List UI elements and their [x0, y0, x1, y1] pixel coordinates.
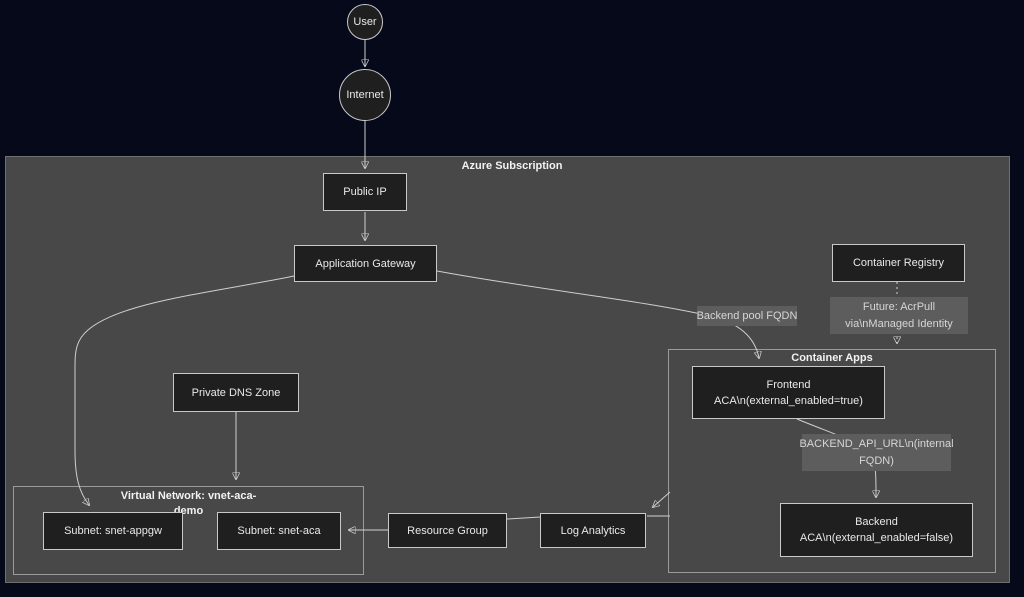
node-backend-label-line2: ACA\n(external_enabled=false): [799, 532, 954, 544]
node-subnet-aca-label: Subnet: snet-aca: [237, 525, 321, 537]
node-subnet-appgw: Subnet: snet-appgw: [43, 512, 183, 550]
node-public-ip: Public IP: [323, 173, 407, 211]
node-application-gateway-label: Application Gateway: [315, 257, 416, 270]
node-user-label: User: [353, 16, 377, 28]
backend-pool-fqdn-text: Backend pool FQDN: [696, 309, 798, 322]
node-internet-label: Internet: [346, 89, 384, 101]
edge-label-backend-pool-fqdn: Backend pool FQDN: [697, 306, 797, 326]
virtual-network-title-line1: Virtual Network: vnet-aca-: [120, 490, 257, 502]
node-internet: Internet: [339, 69, 391, 121]
backend-api-url-text-line1: BACKEND_API_URL\n(internal: [799, 437, 954, 450]
node-private-dns-zone-label: Private DNS Zone: [191, 386, 281, 399]
acr-pull-text-line2: via\nManaged Identity: [845, 317, 953, 330]
node-subnet-appgw-label: Subnet: snet-appgw: [64, 525, 162, 537]
node-container-registry: Container Registry: [832, 244, 965, 282]
node-resource-group: Resource Group: [388, 513, 507, 548]
azure-subscription-title: Azure Subscription: [461, 160, 563, 172]
container-apps-title: Container Apps: [791, 352, 873, 364]
node-resource-group-label: Resource Group: [407, 524, 488, 537]
edge-label-acr-pull: Future: AcrPull via\nManaged Identity: [830, 297, 968, 334]
backend-api-url-text-line2: FQDN): [859, 454, 894, 467]
container-apps-group: [668, 349, 996, 573]
node-subnet-aca: Subnet: snet-aca: [217, 512, 341, 550]
node-log-analytics-label: Log Analytics: [560, 524, 626, 537]
node-application-gateway: Application Gateway: [294, 245, 437, 282]
node-frontend-label-line1: Frontend: [766, 378, 811, 391]
node-frontend-label-line2: ACA\n(external_enabled=true): [714, 394, 863, 407]
acr-pull-text-line1: Future: AcrPull: [862, 300, 936, 313]
node-log-analytics: Log Analytics: [540, 513, 646, 548]
node-private-dns-zone: Private DNS Zone: [173, 373, 299, 412]
node-container-registry-label: Container Registry: [852, 257, 945, 269]
node-backend-label-line1: Backend: [855, 516, 898, 528]
node-user: User: [347, 4, 383, 40]
node-public-ip-label: Public IP: [343, 186, 387, 198]
